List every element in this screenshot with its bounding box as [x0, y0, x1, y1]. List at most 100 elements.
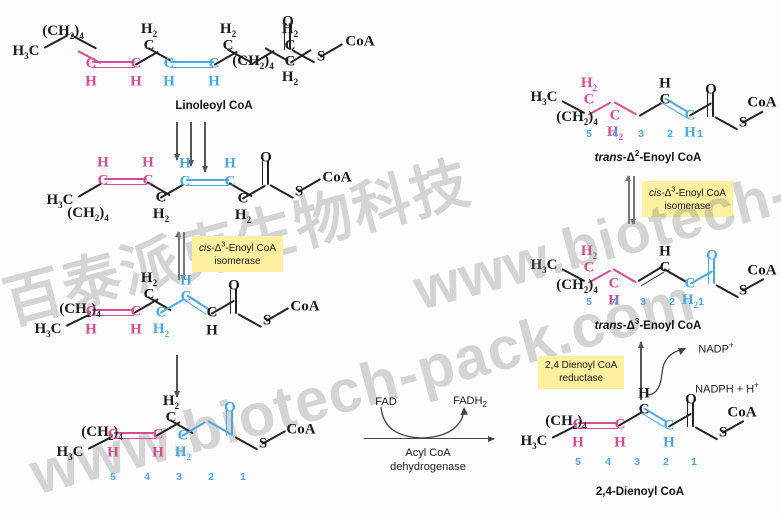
arrow-to-cis-delta4: [176, 355, 178, 397]
atom-h2-c5-6: H2: [580, 243, 598, 261]
atom-h-c5-3: H: [85, 321, 97, 338]
enzyme-label-right-line1: cis-Δ3-Enoyl CoA: [649, 185, 726, 200]
atom-h-c9: H: [85, 73, 97, 90]
enzyme-label-right-line2: isomerase: [664, 200, 711, 212]
arrow-equilibrium-left: [175, 231, 186, 281]
atom-h-c13: H: [208, 73, 220, 90]
atom-s-5: S: [738, 114, 748, 131]
atom-h-c4-3: H: [130, 321, 142, 338]
label-trans-delta2-enoyl-coa: trans-Δ2-Enoyl CoA: [594, 149, 702, 164]
atom-c5-6: C: [583, 259, 595, 276]
atom-h2-mid-2: H2: [152, 206, 170, 224]
atom-h-c5-2: H: [97, 154, 109, 171]
atom-h-c12: H: [163, 73, 175, 90]
label-nadp-plus: NADP+: [698, 340, 734, 356]
atom-h2-c11: H2: [140, 21, 158, 39]
arrow-reductase-step: [640, 342, 642, 400]
arrow-equilibrium-right: [625, 175, 636, 225]
atom-ch2-4-4: (CH2)4: [81, 424, 123, 442]
atom-h3c-5: H3C: [530, 89, 558, 107]
atom-ch2-4-6: (CH2)4: [556, 277, 598, 295]
atom-c4-6: C: [608, 275, 620, 292]
atom-carbonyl-o-2: O: [260, 149, 272, 166]
atom-ch2-4-a: (CH2)4: [42, 23, 84, 41]
carbon-number-4: 4: [144, 471, 150, 483]
carbon-number-5: 5: [110, 471, 116, 483]
arrow-multi-step-3: [204, 122, 206, 172]
enzyme-cis-delta3-isomerase-right: cis-Δ3-Enoyl CoA isomerase: [642, 181, 733, 218]
reductase-label-line2: reductase: [559, 372, 604, 384]
atom-c2-7: C: [663, 417, 675, 434]
atom-c3-5: C: [659, 91, 671, 108]
atom-h2-c4-5: H2: [606, 124, 624, 142]
atom-c3-6: C: [659, 259, 671, 276]
atom-coa-7: CoA: [727, 404, 757, 421]
atom-coa: CoA: [345, 33, 375, 50]
arrow-acyl-coa-dehydrogenase: [364, 438, 494, 440]
atom-h-c4-4: H: [152, 444, 164, 461]
atom-c2-6: C: [684, 275, 696, 292]
atom-c14: C: [222, 37, 234, 54]
atom-ch2-4-2: (CH2)4: [67, 205, 109, 223]
label-acyl-coa-dehydrogenase-line1: Acyl CoA: [405, 447, 451, 459]
carbon-number-3-r1: 3: [638, 128, 644, 140]
carbon-number-2-r1: 2: [667, 128, 673, 140]
atom-c2-3: C: [180, 288, 192, 305]
reductase-label-line1: 2,4 Dienoyl CoA: [545, 360, 618, 371]
atom-s-3: S: [262, 312, 272, 329]
atom-h-c5-4: H: [107, 444, 119, 461]
atom-h-c2-2: H: [224, 155, 236, 172]
atom-h-c2-5: H: [684, 124, 696, 141]
carbon-number-5-r3: 5: [575, 456, 581, 468]
atom-h3c-2: H3C: [46, 192, 74, 210]
atom-c4-3: C: [130, 303, 142, 320]
atom-h-c4-6: H: [608, 292, 620, 309]
atom-ch2-4-5: (CH2)4: [556, 109, 598, 127]
arrow-multi-step-1: [176, 122, 178, 160]
atom-carbonyl-o-6: O: [706, 247, 718, 264]
enzyme-label-line2: isomerase: [214, 255, 261, 267]
atom-coa-3: CoA: [290, 298, 320, 315]
carbon-number-5-r1: 5: [586, 128, 592, 140]
atom-h2-c3-3: H2: [152, 321, 170, 339]
atom-s-2: S: [294, 183, 304, 200]
label-fad: FAD: [375, 396, 397, 408]
atom-h2-c2-4: H2: [174, 444, 192, 462]
atom-c-mid-3: C: [143, 286, 155, 303]
atom-carbonyl-o-4: O: [224, 399, 236, 416]
atom-c13: C: [208, 55, 220, 72]
atom-c9: C: [85, 55, 97, 72]
carbon-number-2-r3: 2: [663, 456, 669, 468]
atom-c2-4: C: [177, 427, 189, 444]
atom-s: S: [316, 48, 326, 65]
carbon-number-4-r3: 4: [605, 456, 611, 468]
atom-c2-h2: C: [284, 53, 296, 70]
label-linoleoyl-coa: Linoleoyl CoA: [175, 100, 253, 112]
atom-h-c5-7: H: [572, 434, 584, 451]
atom-c3-7: C: [638, 401, 650, 418]
atom-ch2-4-3: (CH2)4: [59, 301, 101, 319]
atom-c5-7: C: [572, 416, 584, 433]
atom-h3c-7: H3C: [520, 433, 548, 451]
atom-ch2-4-b: (CH2)4: [232, 53, 274, 71]
atom-h-c1-3: H: [206, 322, 218, 339]
atom-carbonyl-o-3: O: [228, 277, 240, 294]
carbon-number-3: 3: [176, 471, 182, 483]
atom-h-c2-7: H: [663, 434, 675, 451]
atom-c5-4: C: [107, 426, 119, 443]
carbon-number-1-r2: 1: [698, 296, 704, 308]
atom-c10: C: [130, 55, 142, 72]
atom-h3c-3: H3C: [34, 321, 62, 339]
atom-c2-5: C: [684, 107, 696, 124]
atom-h3c: H3C: [12, 43, 40, 61]
cofactor-curve-fad: [378, 405, 470, 439]
atom-coa-5: CoA: [747, 94, 777, 111]
label-nadph-h: NADPH + H+: [695, 380, 759, 396]
atom-h-c3-5: H: [659, 75, 671, 92]
atom-c3: C: [284, 37, 296, 54]
enzyme-24-dienoyl-coa-reductase: 2,4 Dienoyl CoA reductase: [538, 356, 625, 389]
atom-c4-5: C: [609, 107, 621, 124]
atom-h3c-4: H3C: [56, 444, 84, 462]
atom-c3-4: C: [165, 409, 177, 426]
